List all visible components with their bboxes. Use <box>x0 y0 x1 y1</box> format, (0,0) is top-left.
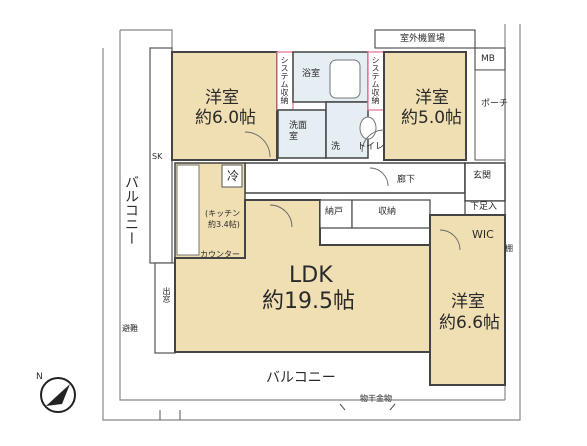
shelf-label: 棚 <box>505 244 513 253</box>
washroom-area <box>277 109 327 159</box>
counter-label: カウンター <box>200 250 240 259</box>
pantry-label: 納戸 <box>325 207 344 217</box>
sk-label: SK <box>152 152 163 161</box>
shoe-storage-label: 下足入 <box>470 202 498 212</box>
bathtub <box>329 59 361 99</box>
bedroom-ne-size: 約5.0帖 <box>401 108 463 128</box>
bedroom-ne <box>383 51 467 161</box>
door-swings <box>244 129 461 251</box>
porch-area <box>474 69 506 161</box>
balcony-west-label: バルコニー <box>123 175 139 245</box>
entrance <box>464 162 506 202</box>
storage-label: 収納 <box>378 207 397 217</box>
wic-label: WIC <box>472 228 494 241</box>
pantry-box <box>319 199 353 229</box>
fridge-box <box>221 164 243 188</box>
bedroom-nw <box>171 51 278 161</box>
laundry-rail-label: 物干金物 <box>360 394 392 403</box>
porch-label: ポーチ <box>481 99 509 109</box>
bedroom-nw-size: 約6.0帖 <box>195 108 257 128</box>
emergency-hatch-label: 避難 <box>122 324 138 333</box>
washroom-label: 洗面室 <box>289 121 308 142</box>
corridor-label: 廊下 <box>397 175 416 185</box>
west-wall-band-lower <box>154 262 176 354</box>
bedroom-ne-name: 洋室 <box>415 88 449 108</box>
toilet-label: トイレ <box>357 142 385 152</box>
ldk <box>174 199 431 353</box>
compass-n-label: N <box>36 372 43 382</box>
bay-window-label: 出窓 <box>162 287 171 303</box>
washer-label: 洗 <box>331 142 341 152</box>
fridge-label: 冷 <box>227 169 240 183</box>
bath-label: 浴室 <box>302 69 321 79</box>
kitchen-label: (キッチン <box>205 209 241 218</box>
bedroom-se <box>429 214 506 386</box>
ldk-size: 約19.5帖 <box>262 289 355 314</box>
mb-label: MB <box>481 54 495 64</box>
outdoor-unit-area <box>374 29 476 49</box>
kitchen-counter <box>176 164 200 256</box>
laundry-rail-marks <box>159 403 396 420</box>
corridor <box>244 162 466 194</box>
kitchen-size-label: 約3.4帖) <box>208 220 240 229</box>
balcony-south-label: バルコニー <box>266 370 336 386</box>
system-storage-left-label: システム収納 <box>280 56 289 104</box>
bedroom-nw-name: 洋室 <box>205 88 239 108</box>
outdoor-unit-label: 室外機置場 <box>400 34 446 44</box>
entrance-label: 玄関 <box>473 171 492 181</box>
bedroom-se-size: 約6.6帖 <box>439 313 501 333</box>
storage-box <box>351 199 431 229</box>
toilet-bowl <box>359 116 377 140</box>
bedroom-se-name: 洋室 <box>451 292 485 312</box>
compass-icon <box>40 377 76 413</box>
system-storage-right-label: システム収納 <box>371 56 380 104</box>
ldk-name: LDK <box>289 263 333 288</box>
